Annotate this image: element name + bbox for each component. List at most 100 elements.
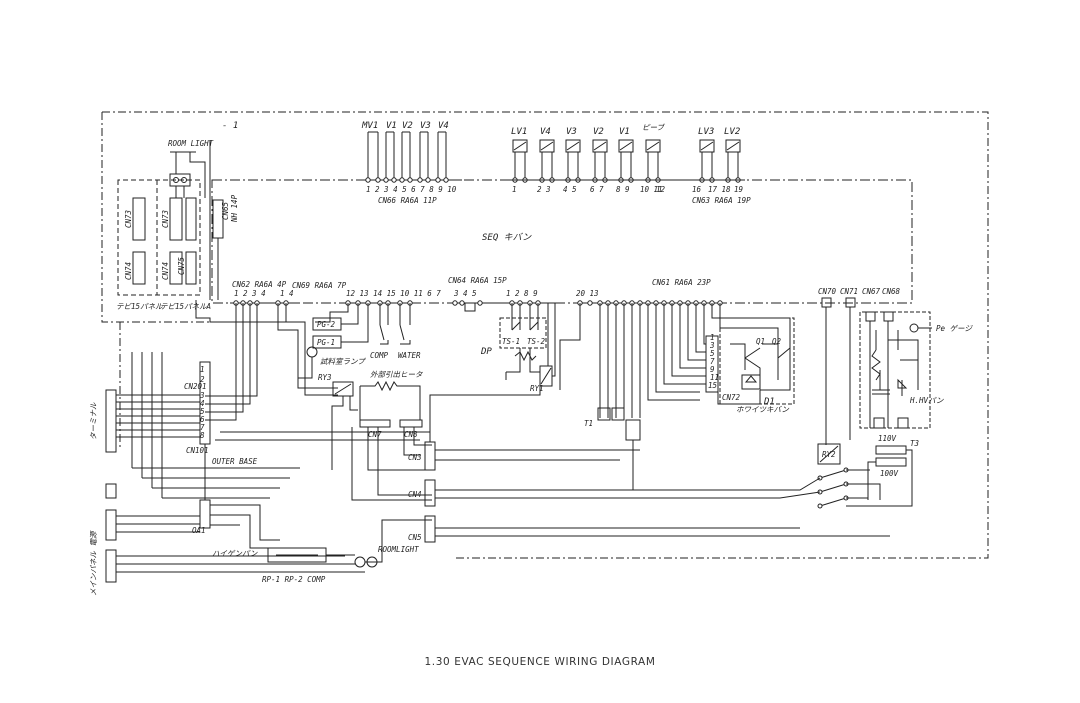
outer-base-label: OUTER BASE <box>212 457 258 466</box>
rp-left-label: メインパネル 電源 <box>89 530 98 596</box>
room-light-bottom: ROOMLIGHT <box>378 545 419 554</box>
rp-comp-label: RP-1 RP-2 COMP <box>262 575 326 584</box>
cn66-pin-dot-4 <box>399 177 405 183</box>
cn72-pin-3: 7 <box>710 357 715 366</box>
t3-label: T3 <box>910 439 920 448</box>
ry1-label: RY1 <box>530 384 544 393</box>
cn62-label: CN62 RA6A 4P <box>232 280 287 289</box>
ry2-label: RY2 <box>822 450 836 459</box>
v100-label: 100V <box>880 469 899 478</box>
cn65-label: CN65 <box>221 201 230 220</box>
outer-frame <box>102 111 989 559</box>
cn63-pin-2: 4 5 <box>563 185 577 194</box>
cn66-pin-dot-6 <box>417 177 423 183</box>
cn71-label: CN71 <box>840 287 858 296</box>
cn69-pins: 1 4 <box>280 289 294 298</box>
cn68-label: CN68 <box>882 287 901 296</box>
q1-label: Q1 <box>756 337 765 346</box>
ts2-label: TS-2 <box>527 337 546 346</box>
cn8-label: CN8 <box>404 430 418 439</box>
oa1-label: OA1 <box>192 526 206 535</box>
cn201-pin-7: 7 <box>200 423 205 432</box>
mid-pins: 12 13 14 15 10 11 6 7 <box>346 289 441 298</box>
tm-left-label: ターミナル <box>89 402 98 440</box>
cn63-pin-0: 1 <box>512 185 517 194</box>
cn74-label-a: CN74 <box>124 262 133 280</box>
cn66-pins: 1 2 3 4 5 6 7 8 9 10 <box>366 185 457 194</box>
heater-label: 外部引出ヒータ <box>370 370 423 379</box>
seq-board-outline <box>211 179 913 304</box>
cn72-pin-5: 11 <box>710 373 719 382</box>
cn75-label: CN75 <box>177 256 186 275</box>
cn63-pin-5: 10 11 <box>640 185 663 194</box>
cn66-pin-dot-0 <box>365 177 371 183</box>
cn66-pin-dot-8 <box>435 177 441 183</box>
cn63-pin-1: 2 3 <box>537 185 551 194</box>
cn61-label: CN61 RA6A 23P <box>652 278 711 287</box>
room-light-label: ROOM LIGHT <box>168 139 214 148</box>
valve-label-v3: V3 <box>420 121 431 131</box>
cn72-pin-6: 15 <box>708 381 718 390</box>
lamp-label: 試料室ランプ <box>320 357 366 366</box>
cn201-pin-5: 5 <box>200 407 205 416</box>
cn72-pin-0: 1 <box>710 333 715 342</box>
cn101-label: CN101 <box>186 446 209 455</box>
cn201-label: CN201 <box>184 382 207 391</box>
cn201-pin-4: 4 <box>200 399 205 408</box>
valve-label-v3b: V3 <box>566 127 577 137</box>
cn70-label: CN70 <box>818 287 837 296</box>
foot-label-a: テビ15パネル <box>116 302 163 311</box>
cn201-pin-2: 2 <box>200 375 205 384</box>
haigen-label: ハイゲンパン <box>212 549 258 558</box>
ry3-label: RY3 <box>318 373 332 382</box>
pe-gauge-label: Pe ゲージ <box>936 324 973 333</box>
q2-label: Q2 <box>772 337 782 346</box>
cn66-pin-dot-3 <box>391 177 397 183</box>
cn63-pin-4: 8 9 <box>616 185 630 194</box>
valve-label-lv1: LV1 <box>511 127 527 137</box>
cn61-pins: 20 13 <box>576 289 599 298</box>
valve-label-v1: V1 <box>386 121 397 131</box>
cn63-label: CN63 RA6A 19P <box>692 196 751 205</box>
valve-label-lv3: LV3 <box>698 127 714 137</box>
cn201-pin-8: 8 <box>200 431 205 440</box>
cn72-pin-4: 9 <box>710 365 715 374</box>
d1-label: D1 <box>763 397 775 407</box>
cn66-pin-dot-5 <box>407 177 413 183</box>
cn63-pin-8: 17 18 <box>708 185 731 194</box>
cn66-label: CN66 RA6A 11P <box>378 196 437 205</box>
cn63-pin-6: 12 <box>656 185 666 194</box>
cn61-pin-dot-1 <box>587 300 593 306</box>
cn64-pin-dot-0 <box>452 300 458 306</box>
valve-label-v4b: V4 <box>540 127 551 137</box>
cn73-label-a: CN73 <box>124 209 133 228</box>
diagram-caption: 1.30 EVAC SEQUENCE WIRING DIAGRAM <box>424 656 656 668</box>
cn4-label: CN4 <box>408 490 422 499</box>
cn66-block <box>362 131 462 181</box>
valve-label-lv2: LV2 <box>724 127 740 137</box>
cn74-label-b: CN74 <box>161 262 170 280</box>
cn73-label-b: CN73 <box>161 209 170 228</box>
cn65-sub: NH 14P <box>230 194 239 223</box>
cn64-label: CN64 RA6A 15P <box>448 276 507 285</box>
ts1-label: TS-1 <box>502 337 520 346</box>
cn7-label: CN7 <box>368 430 382 439</box>
cn66-pin-dot-9 <box>443 177 449 183</box>
seq-board-label: SEQ キバン <box>482 232 532 243</box>
cn69-label: CN69 RA6A 7P <box>292 281 347 290</box>
cn63-pin-3: 6 7 <box>590 185 604 194</box>
cn72-pin-2: 5 <box>710 349 715 358</box>
cn201-pin-1: 1 <box>200 365 205 374</box>
cn64-pins-a: 3 4 5 <box>453 289 477 298</box>
kb-hwa-label: ホワイツキバン <box>736 405 789 414</box>
cn67-label: CN67 <box>862 287 881 296</box>
frame-tag: - 1 <box>222 121 238 131</box>
cn66-pin-dot-7 <box>425 177 431 183</box>
valve-label-v1b: V1 <box>619 127 630 137</box>
valve-label-v2b: V2 <box>593 127 604 137</box>
dp-label: DP <box>480 347 492 357</box>
comp-label: COMP <box>370 351 389 360</box>
pg1-label: PG-1 <box>317 338 335 347</box>
cn63-pin-9: 19 <box>734 185 744 194</box>
